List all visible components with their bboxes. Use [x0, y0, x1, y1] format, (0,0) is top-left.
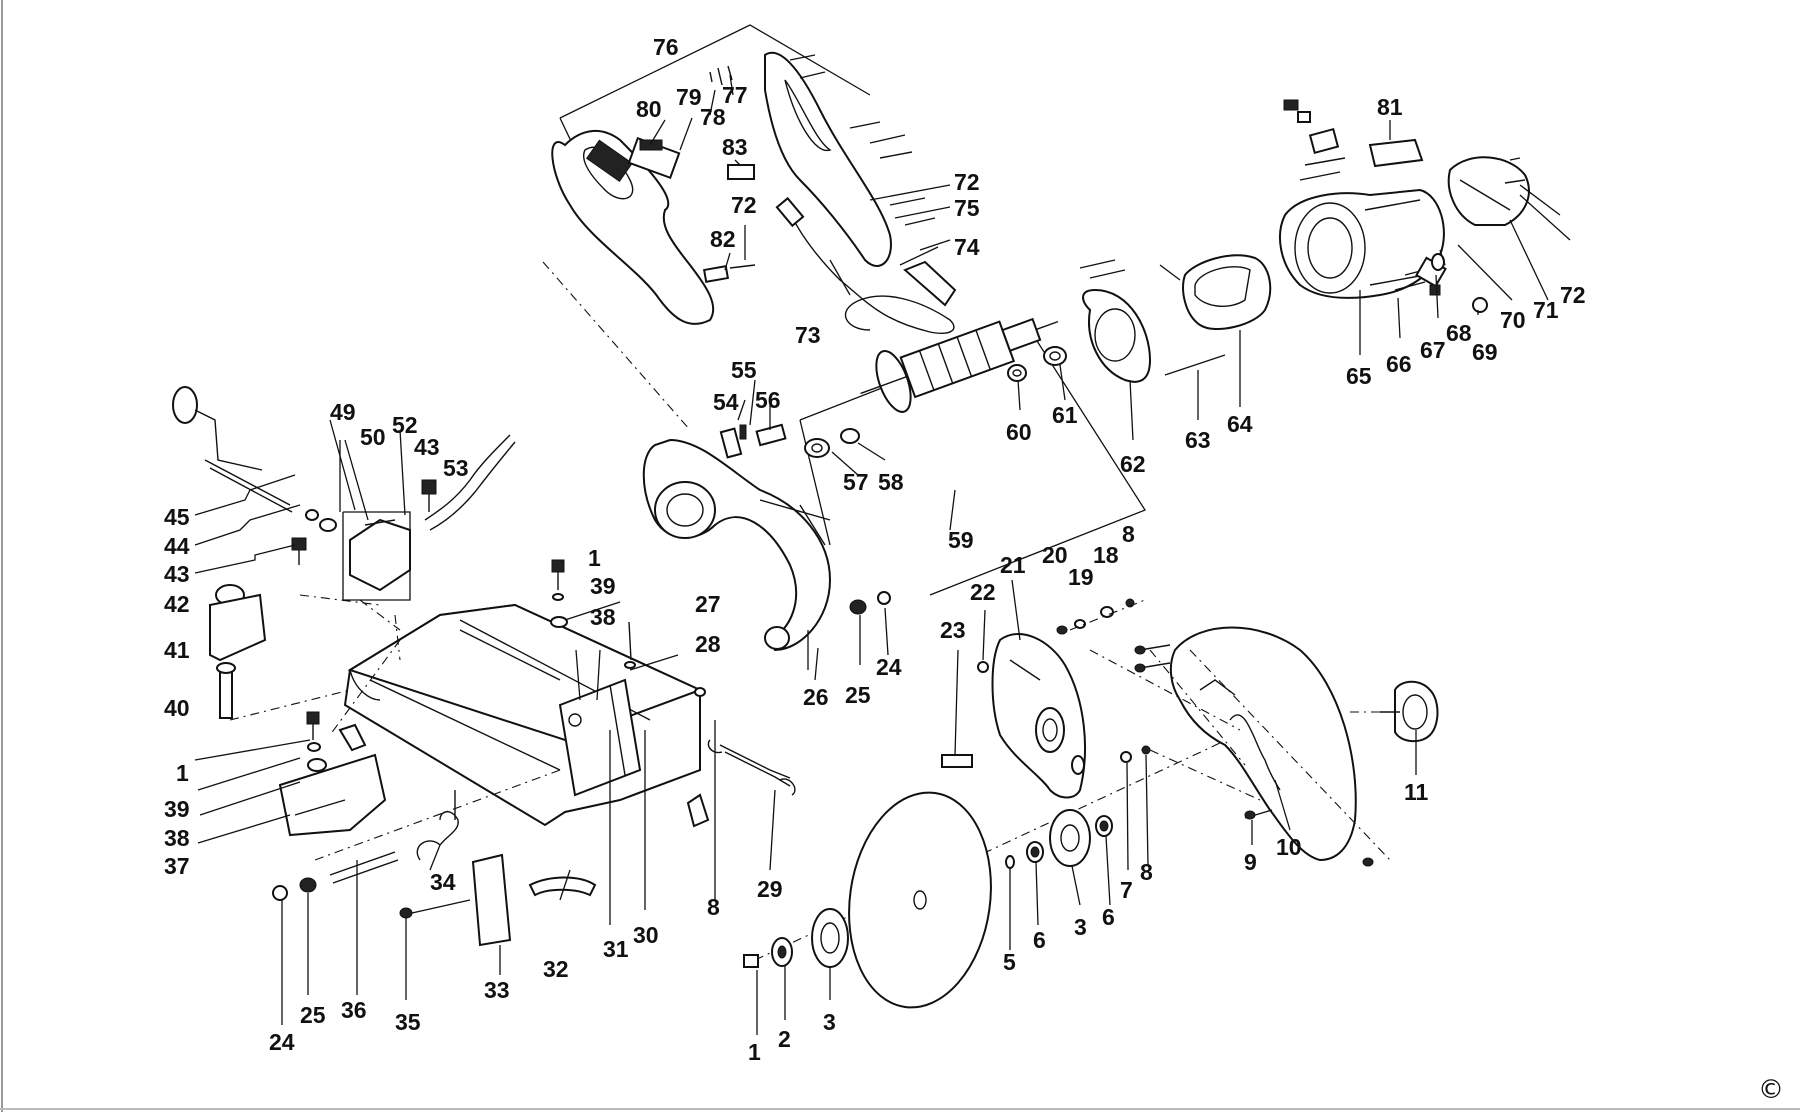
part-label-7: 7 [1120, 877, 1133, 903]
part-label-28: 28 [695, 631, 721, 657]
part-label-71: 71 [1533, 297, 1559, 323]
part-label-57: 57 [843, 469, 869, 495]
part-label-8-base: 8 [707, 894, 720, 920]
part-label-73: 73 [795, 322, 821, 348]
part-label-70: 70 [1500, 307, 1526, 333]
part-label-22: 22 [970, 579, 996, 605]
part-label-50: 50 [360, 424, 386, 450]
part-label-66: 66 [1386, 351, 1412, 377]
part-label-19: 19 [1068, 564, 1094, 590]
part-label-80: 80 [636, 96, 662, 122]
part-label-1-top: 1 [588, 545, 601, 571]
part-label-37: 37 [164, 853, 190, 879]
part-label-6-inner: 6 [1033, 927, 1046, 953]
part-label-43-left: 43 [164, 561, 190, 587]
part-label-69: 69 [1472, 339, 1498, 365]
part-label-24-base: 24 [269, 1029, 295, 1055]
part-label-77: 77 [722, 82, 748, 108]
part-label-2: 2 [778, 1026, 791, 1052]
part-label-11: 11 [1404, 779, 1429, 805]
part-label-42: 42 [164, 591, 190, 617]
part-label-82: 82 [710, 226, 736, 252]
part-label-34: 34 [430, 869, 456, 895]
part-label-26: 26 [803, 684, 829, 710]
part-label-8-top: 8 [1122, 521, 1135, 547]
part-label-81: 81 [1377, 94, 1403, 120]
part-label-52: 52 [392, 412, 418, 438]
part-label-39-top: 39 [590, 573, 616, 599]
part-label-68: 68 [1446, 320, 1472, 346]
part-label-79: 79 [676, 84, 702, 110]
part-label-83: 83 [722, 134, 748, 160]
part-label-5: 5 [1003, 949, 1016, 975]
part-label-20: 20 [1042, 542, 1068, 568]
part-label-3-inner: 3 [1074, 914, 1087, 940]
part-number-labels: 76 80 79 78 77 83 72 82 72 75 74 73 81 7… [164, 34, 1586, 1065]
part-label-41: 41 [164, 637, 190, 663]
part-label-62: 62 [1120, 451, 1146, 477]
part-label-9: 9 [1244, 849, 1257, 875]
part-label-10: 10 [1276, 834, 1302, 860]
part-label-67: 67 [1420, 337, 1446, 363]
part-label-76: 76 [653, 34, 679, 60]
part-label-72-cap: 72 [1560, 282, 1586, 308]
part-label-31: 31 [603, 936, 629, 962]
part-label-36: 36 [341, 997, 367, 1023]
part-label-54: 54 [713, 389, 739, 415]
part-label-61: 61 [1052, 402, 1078, 428]
part-label-43-top: 43 [414, 434, 440, 460]
part-label-29: 29 [757, 876, 783, 902]
part-label-75: 75 [954, 195, 980, 221]
vise-assembly [172, 386, 516, 719]
part-label-39-base: 39 [164, 796, 190, 822]
part-label-18: 18 [1093, 542, 1119, 568]
part-label-59: 59 [948, 527, 974, 553]
part-label-49: 49 [330, 399, 356, 425]
part-label-56: 56 [755, 387, 781, 413]
part-label-30: 30 [633, 922, 659, 948]
part-label-72-screws: 72 [954, 169, 980, 195]
part-label-21: 21 [1000, 552, 1026, 578]
part-label-32: 32 [543, 956, 569, 982]
part-label-25-arm: 25 [845, 682, 871, 708]
leader-lines-top [649, 74, 1571, 681]
handle-assembly [542, 24, 957, 431]
part-label-53: 53 [443, 455, 469, 481]
part-label-38-top: 38 [590, 604, 616, 630]
copyright-mark: © [1758, 1075, 1784, 1105]
part-label-35: 35 [395, 1009, 421, 1035]
part-label-58: 58 [878, 469, 904, 495]
base-assembly [194, 559, 809, 1025]
blade-guard-assembly [743, 579, 1439, 1035]
part-label-40: 40 [164, 695, 190, 721]
part-label-60: 60 [1006, 419, 1032, 445]
part-label-1-base: 1 [176, 760, 189, 786]
part-label-38-base: 38 [164, 825, 190, 851]
part-label-23: 23 [940, 617, 966, 643]
part-label-25-base: 25 [300, 1002, 326, 1028]
part-label-24-arm: 24 [876, 654, 902, 680]
part-label-64: 64 [1227, 411, 1253, 437]
part-label-44: 44 [164, 533, 190, 559]
part-label-74: 74 [954, 234, 980, 260]
part-label-1-blade: 1 [748, 1039, 761, 1065]
motor-arm-assembly [642, 99, 1561, 652]
part-label-63: 63 [1185, 427, 1211, 453]
part-label-72-handle: 72 [731, 192, 757, 218]
part-label-65: 65 [1346, 363, 1372, 389]
part-label-45: 45 [164, 504, 190, 530]
part-label-33: 33 [484, 977, 510, 1003]
part-label-78: 78 [700, 104, 726, 130]
part-label-6-outer: 6 [1102, 904, 1115, 930]
part-label-27: 27 [695, 591, 721, 617]
part-label-55: 55 [731, 357, 757, 383]
part-label-8-guard: 8 [1140, 859, 1153, 885]
part-label-3-outer: 3 [823, 1009, 836, 1035]
